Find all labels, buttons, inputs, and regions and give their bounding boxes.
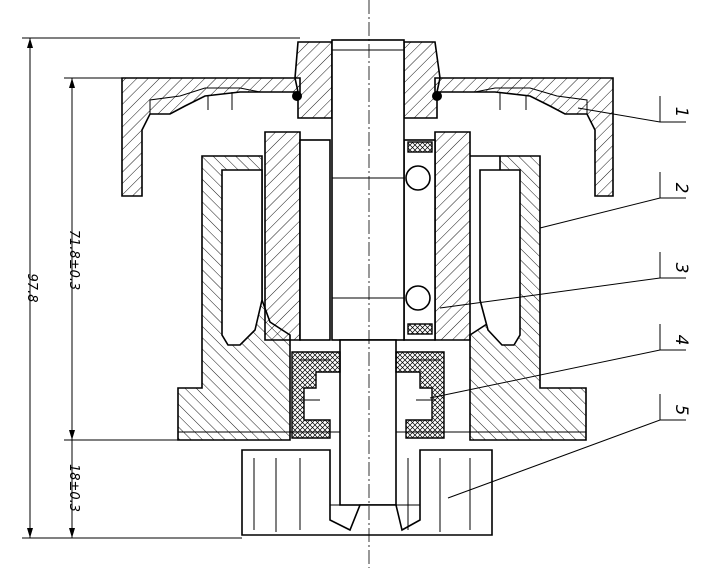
part-label-4: 4 — [671, 335, 691, 346]
part-label-5: 5 — [671, 405, 691, 416]
part-label-2: 2 — [671, 183, 691, 194]
dimension-impeller-to-flange: 71.8±0.3 — [66, 230, 81, 291]
bearing-outer-sleeve — [264, 131, 471, 341]
dimension-impeller-height: 18±0.3 — [66, 464, 81, 512]
leader-lines — [429, 96, 686, 499]
mechanical-seal — [291, 351, 445, 439]
dimension-lines — [22, 37, 300, 539]
part-label-1: 1 — [671, 107, 691, 118]
bearing-balls — [405, 141, 433, 335]
shaft — [331, 39, 405, 506]
part-label-3: 3 — [671, 263, 691, 274]
dimension-total-height: 97.8 — [24, 274, 39, 303]
impeller — [241, 449, 493, 536]
pulley-hub — [121, 41, 614, 197]
